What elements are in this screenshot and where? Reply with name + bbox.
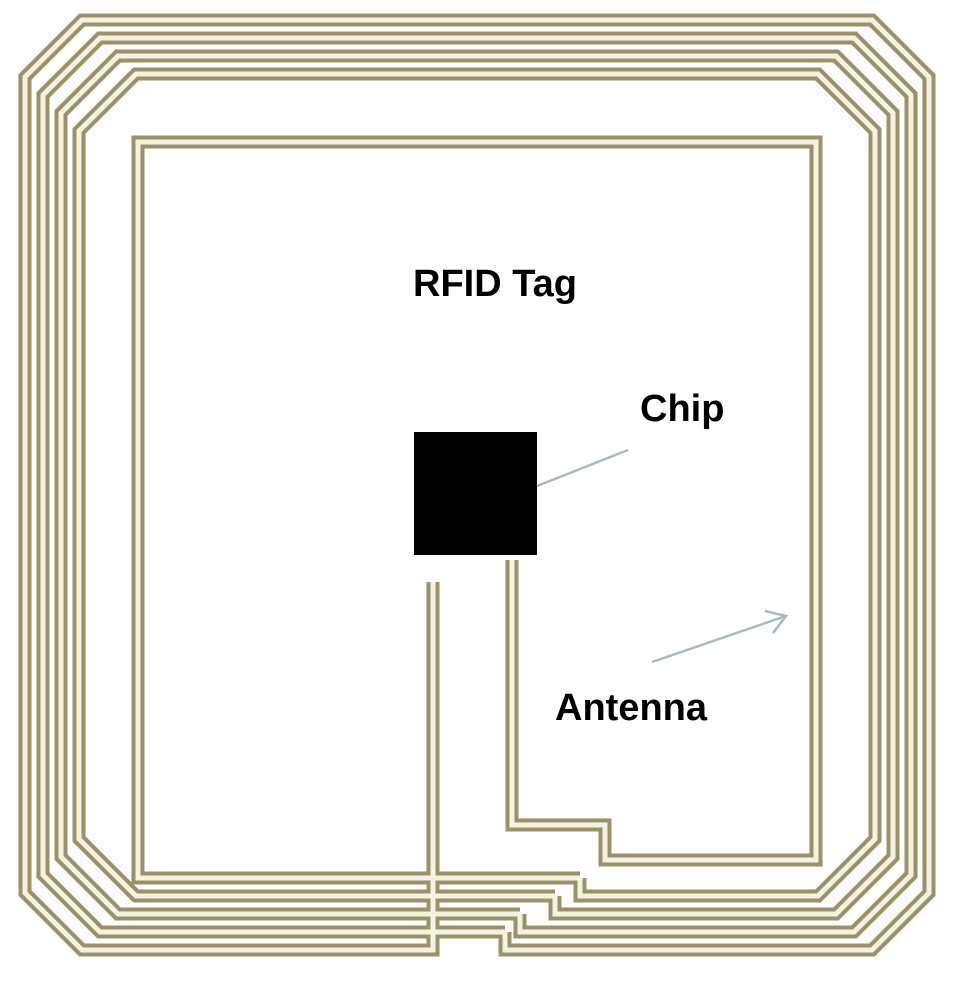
antenna-pointer-arrow <box>651 609 789 664</box>
chip-die <box>414 432 537 555</box>
antenna-coil <box>18 13 936 957</box>
antenna-label: Antenna <box>555 687 708 729</box>
chip-pointer-line <box>536 448 629 488</box>
chip-label: Chip <box>640 388 724 430</box>
diagram-title: RFID Tag <box>413 263 577 305</box>
antenna-trace-fills <box>22 17 932 953</box>
